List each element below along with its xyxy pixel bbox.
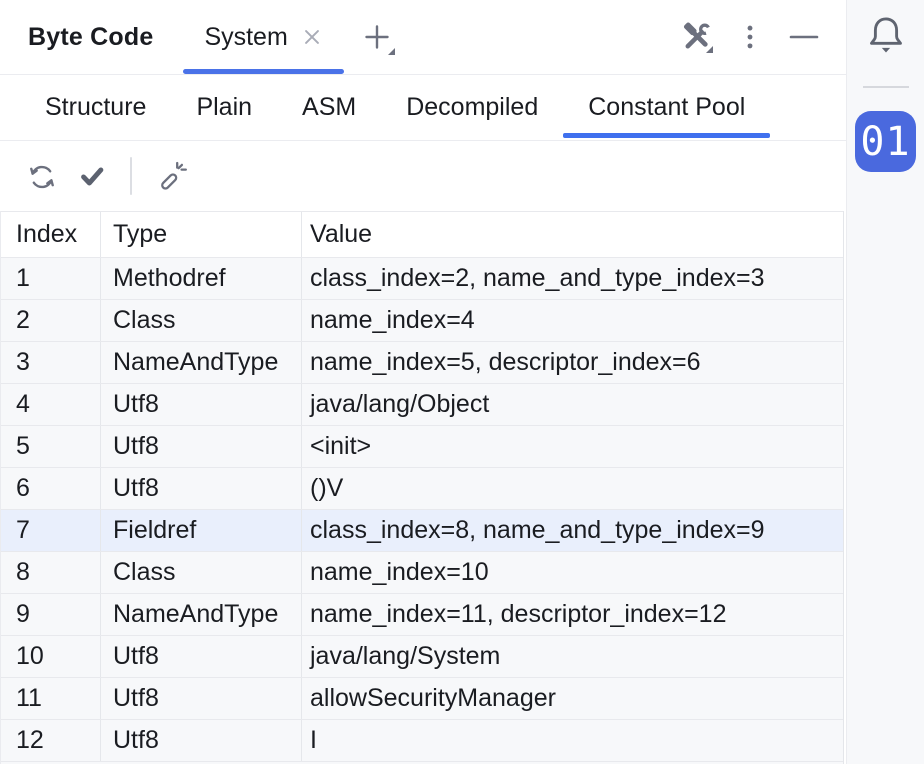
- index-cell: 1: [16, 264, 30, 292]
- type-cell: Utf8: [100, 720, 301, 761]
- value-cell: allowSecurityManager: [301, 678, 844, 719]
- value-cell: class_index=8, name_and_type_index=9: [301, 510, 844, 551]
- toolbar-divider: [130, 157, 132, 195]
- tool-window-title: Byte Code: [28, 22, 154, 51]
- index-cell: 2: [16, 306, 30, 334]
- index-cell: 12: [16, 726, 44, 754]
- index-cell: 11: [16, 684, 42, 712]
- dropdown-corner-icon: [387, 48, 395, 55]
- view-tab-label: ASM: [302, 93, 357, 121]
- header-actions: [678, 18, 822, 56]
- index-cell: 5: [16, 432, 30, 460]
- type-cell: Methodref: [100, 258, 301, 299]
- view-tab-asm[interactable]: ASM: [277, 75, 381, 140]
- type-cell: Class: [100, 552, 301, 593]
- type-cell: NameAndType: [100, 342, 301, 383]
- table-row[interactable]: 6 Utf8()V: [1, 468, 843, 510]
- value-cell: java/lang/Object: [301, 384, 844, 425]
- table-row[interactable]: 5 Utf8<init>: [1, 426, 843, 468]
- index-cell: 8: [16, 558, 30, 586]
- index-cell: 4: [16, 390, 30, 418]
- view-tab-decompiled[interactable]: Decompiled: [381, 75, 563, 140]
- value-cell: java/lang/System: [301, 636, 844, 677]
- main-panel: Byte Code System: [0, 0, 846, 764]
- index-cell: 6: [16, 474, 30, 502]
- view-tab-label: Plain: [196, 93, 253, 121]
- type-cell: Utf8: [100, 384, 301, 425]
- view-tab-constant-pool[interactable]: Constant Pool: [563, 75, 771, 140]
- file-tab-label: System: [204, 22, 288, 51]
- table-header-row: Index Type Value: [1, 211, 843, 258]
- value-cell: class_index=2, name_and_type_index=3: [301, 258, 844, 299]
- view-tab-label: Structure: [45, 93, 147, 121]
- index-cell: 3: [16, 348, 30, 376]
- table-overflow-sliver: [0, 762, 844, 764]
- active-view-tab-underline: [563, 133, 771, 138]
- hammer-wrench-icon: [680, 21, 713, 54]
- value-cell: name_index=5, descriptor_index=6: [301, 342, 844, 383]
- view-tab-structure[interactable]: Structure: [20, 75, 171, 140]
- refresh-icon: [26, 160, 58, 192]
- index-cell: 7: [16, 516, 30, 544]
- value-cell: name_index=4: [301, 300, 844, 341]
- bell-icon: [866, 14, 906, 56]
- notifications-button[interactable]: [863, 12, 909, 58]
- type-cell: Utf8: [100, 678, 301, 719]
- column-header-value[interactable]: Value: [301, 212, 844, 257]
- value-cell: ()V: [301, 468, 844, 509]
- right-tool-stripe: 01: [846, 0, 924, 764]
- tool-window-header: Byte Code System: [0, 0, 846, 75]
- value-cell: name_index=10: [301, 552, 844, 593]
- column-header-type[interactable]: Type: [100, 212, 301, 257]
- view-tab-label: Decompiled: [406, 93, 539, 121]
- index-cell: 10: [16, 642, 44, 670]
- type-cell: Utf8: [100, 426, 301, 467]
- minimize-icon: [787, 21, 821, 53]
- column-header-index[interactable]: Index: [16, 220, 78, 248]
- index-cell: 9: [16, 600, 30, 628]
- verify-button[interactable]: [74, 158, 110, 194]
- stripe-divider: [862, 86, 909, 88]
- magic-wand-icon: [154, 160, 187, 193]
- value-cell: <init>: [301, 426, 844, 467]
- view-tab-label: Constant Pool: [588, 93, 746, 121]
- type-cell: Fieldref: [100, 510, 301, 551]
- view-tabs-bar: Structure Plain ASM Decompiled Constant Pool: [0, 75, 846, 141]
- more-options-button[interactable]: [732, 18, 768, 56]
- type-cell: NameAndType: [100, 594, 301, 635]
- build-tools-button[interactable]: [678, 18, 714, 56]
- file-tab-system[interactable]: System: [183, 0, 344, 74]
- type-cell: Class: [100, 300, 301, 341]
- constant-pool-toolbar: [0, 141, 846, 211]
- add-tab-button[interactable]: [358, 16, 396, 58]
- magic-wand-button[interactable]: [152, 158, 188, 194]
- hide-button[interactable]: [786, 18, 822, 56]
- kebab-menu-icon: [735, 21, 765, 53]
- view-tab-plain[interactable]: Plain: [171, 75, 277, 140]
- close-icon[interactable]: [301, 26, 323, 48]
- value-cell: I: [301, 720, 844, 761]
- tool-window-mnemonic-badge[interactable]: 01: [855, 111, 916, 172]
- checkmark-icon: [77, 161, 107, 191]
- plus-icon: [361, 21, 393, 53]
- type-cell: Utf8: [100, 468, 301, 509]
- value-cell: name_index=11, descriptor_index=12: [301, 594, 844, 635]
- active-file-tab-underline: [183, 69, 344, 74]
- refresh-button[interactable]: [24, 158, 60, 194]
- dropdown-corner-icon: [706, 46, 713, 53]
- type-cell: Utf8: [100, 636, 301, 677]
